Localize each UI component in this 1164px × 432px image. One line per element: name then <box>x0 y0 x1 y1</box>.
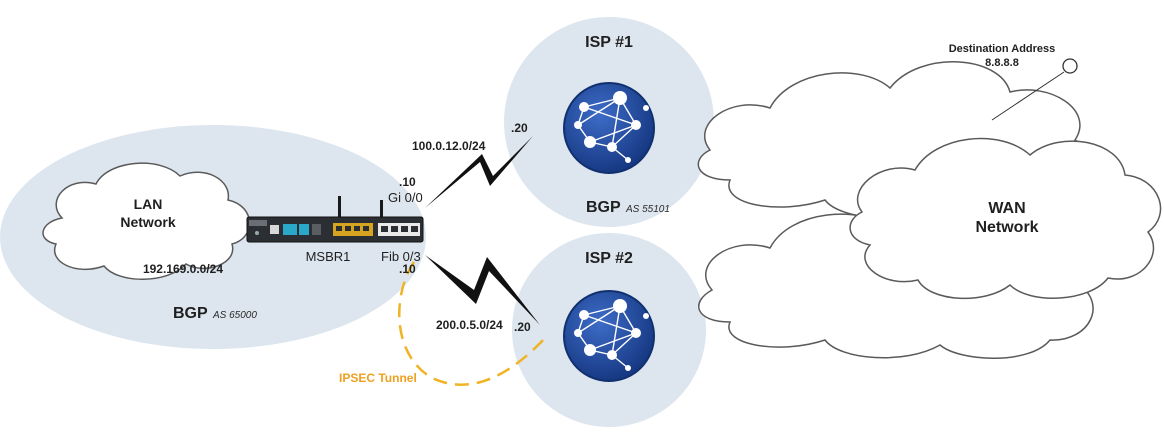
lan-bgp-label: BGP <box>173 305 208 322</box>
isp1-link-ip: .20 <box>511 121 528 135</box>
destination-label: Destination Address <box>949 43 1056 55</box>
wan-cloud-center <box>849 137 1162 300</box>
router-msbr1 <box>246 216 424 243</box>
destination-ip: 8.8.8.8 <box>985 57 1019 69</box>
wan-title-line2: Network <box>975 219 1038 236</box>
antenna-left <box>338 196 341 218</box>
ipsec-tunnel-label: IPSEC Tunnel <box>339 371 417 385</box>
lan-cloud <box>42 162 251 280</box>
lan-title-line1: LAN <box>134 196 163 212</box>
isp2-title: ISP #2 <box>585 250 633 267</box>
destination-marker <box>1062 58 1078 74</box>
destination-pointer-line <box>991 71 1065 121</box>
isp1-link-subnet: 100.0.12.0/24 <box>412 139 486 153</box>
fib-port-ip: .10 <box>399 262 416 276</box>
isp1-title: ISP #1 <box>585 34 633 51</box>
isp1-bgp-as: AS 55101 <box>625 204 670 215</box>
wan-title-line1: WAN <box>988 200 1025 217</box>
lan-bgp-as: AS 65000 <box>212 310 257 321</box>
fib-port-name: Fib 0/3 <box>381 249 421 264</box>
isp1-globe-icon <box>563 82 655 174</box>
link-isp2-lightning <box>425 255 540 325</box>
wan-cloud <box>697 61 1162 359</box>
isp2-globe-icon <box>563 290 655 382</box>
device-name: MSBR1 <box>306 249 351 264</box>
isp1-bgp-label: BGP <box>586 199 621 216</box>
isp2-link-ip: .20 <box>514 320 531 334</box>
gi-port-ip: .10 <box>399 175 416 189</box>
lan-title-line2: Network <box>120 214 175 230</box>
antenna-right <box>380 200 383 218</box>
isp2-link-subnet: 200.0.5.0/24 <box>436 318 503 332</box>
gi-port-name: Gi 0/0 <box>388 190 423 205</box>
lan-subnet: 192.169.0.0/24 <box>143 262 223 276</box>
